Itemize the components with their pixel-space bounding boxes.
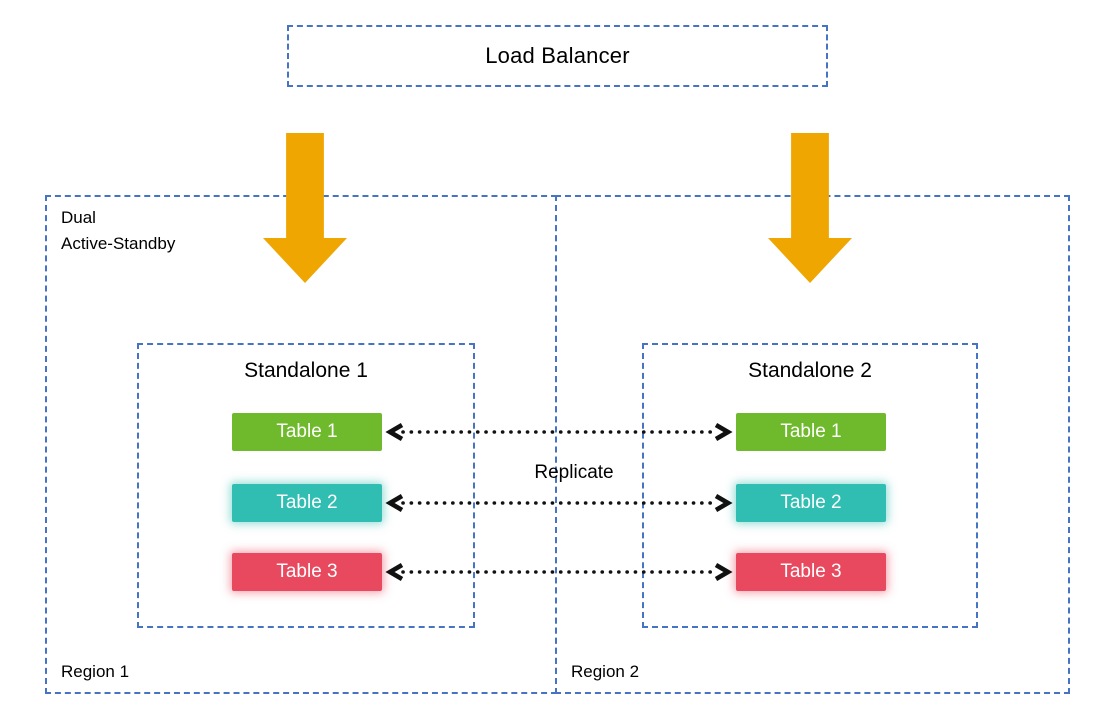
standalone2-table-3-chip: Table 3 bbox=[736, 553, 886, 591]
standalone2-table-1-chip: Table 1 bbox=[736, 413, 886, 451]
region-2-label: Region 2 bbox=[571, 662, 640, 681]
standalone1-table-2-chip: Table 2 bbox=[232, 484, 382, 522]
standalone-1-title: Standalone 1 bbox=[244, 359, 368, 382]
standalone1-table-1-chip: Table 1 bbox=[232, 413, 382, 451]
load-balancer-label: Load Balancer bbox=[485, 43, 630, 68]
standalone1-table-3-chip: Table 3 bbox=[232, 553, 382, 591]
standalone2-table-2-chip: Table 2 bbox=[736, 484, 886, 522]
standalone-1-box: Standalone 1 Table 1 Table 2 Table 3 bbox=[137, 343, 475, 628]
load-balancer-box: Load Balancer bbox=[287, 25, 828, 87]
replicate-double-arrow-table1-icon bbox=[385, 423, 733, 441]
dual-active-standby-annotation: Dual Active-Standby bbox=[61, 208, 176, 253]
standalone-2-title: Standalone 2 bbox=[748, 359, 872, 382]
standalone-2-box: Standalone 2 Table 1 Table 2 Table 3 bbox=[642, 343, 978, 628]
replicate-double-arrow-table2-icon bbox=[385, 494, 733, 512]
replicate-label: Replicate bbox=[534, 462, 614, 483]
replicate-double-arrow-table3-icon bbox=[385, 563, 733, 581]
region-1-label: Region 1 bbox=[61, 662, 130, 681]
